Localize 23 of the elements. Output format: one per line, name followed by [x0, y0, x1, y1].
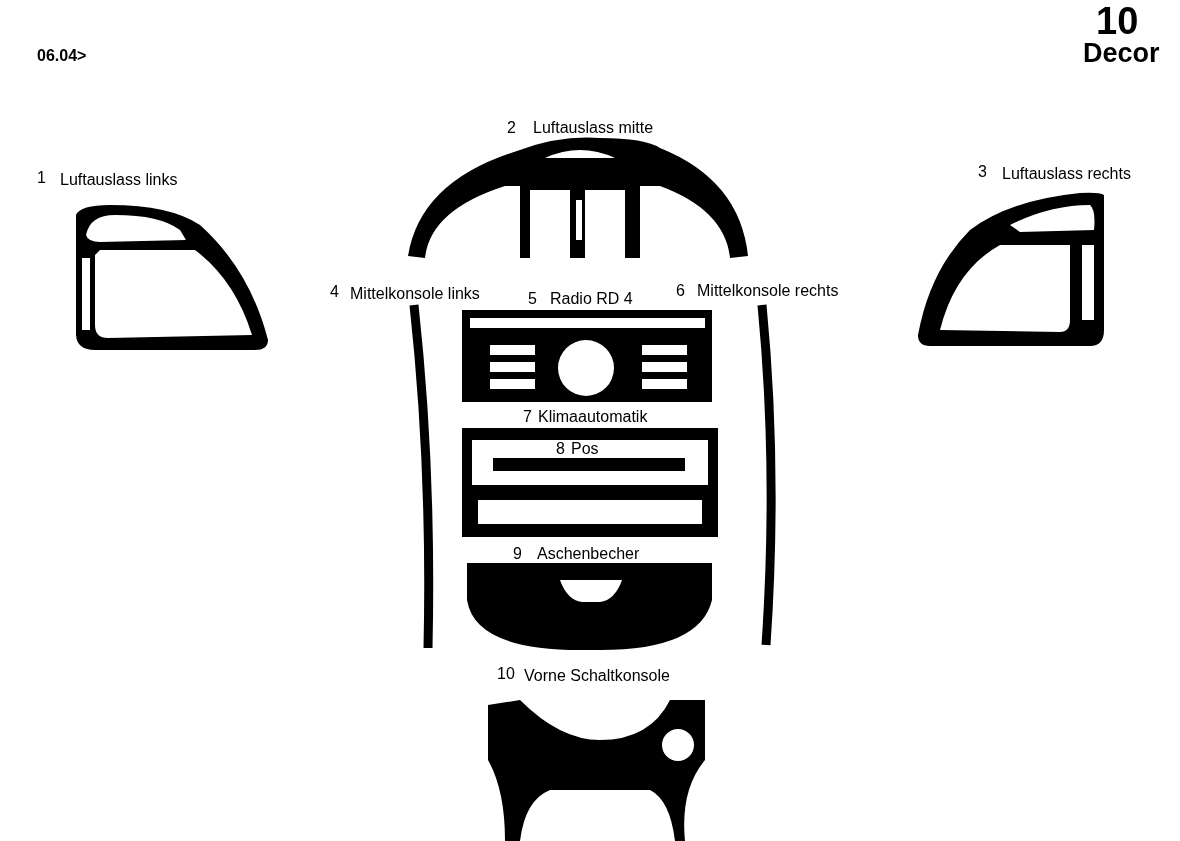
piece-count: 10 [1096, 2, 1139, 40]
date-text: 06.04> [37, 46, 87, 66]
part-number: 2 [507, 118, 516, 138]
part-number: 7 [523, 407, 532, 427]
part-name: Radio RD 4 [550, 289, 633, 309]
part-number: 4 [330, 282, 339, 302]
part-number: 10 [497, 664, 515, 684]
part-name: Mittelkonsole links [350, 284, 480, 304]
part-number: 1 [37, 168, 46, 188]
part-number: 9 [513, 544, 522, 564]
heading-text: Decor [1083, 40, 1160, 67]
part-name: Mittelkonsole rechts [697, 281, 839, 301]
part-name: Pos [571, 439, 599, 459]
part-name: Aschenbecher [537, 544, 640, 564]
part-number: 6 [676, 281, 685, 301]
part-name: Luftauslass mitte [533, 118, 654, 138]
part-name: Klimaautomatik [538, 407, 648, 427]
part-name: Luftauslass rechts [1002, 164, 1131, 184]
part-number: 5 [528, 289, 537, 309]
part-name: Luftauslass links [60, 170, 178, 190]
part-number: 8 [556, 439, 565, 459]
part-number: 3 [978, 162, 987, 182]
part-name: Vorne Schaltkonsole [524, 666, 670, 686]
